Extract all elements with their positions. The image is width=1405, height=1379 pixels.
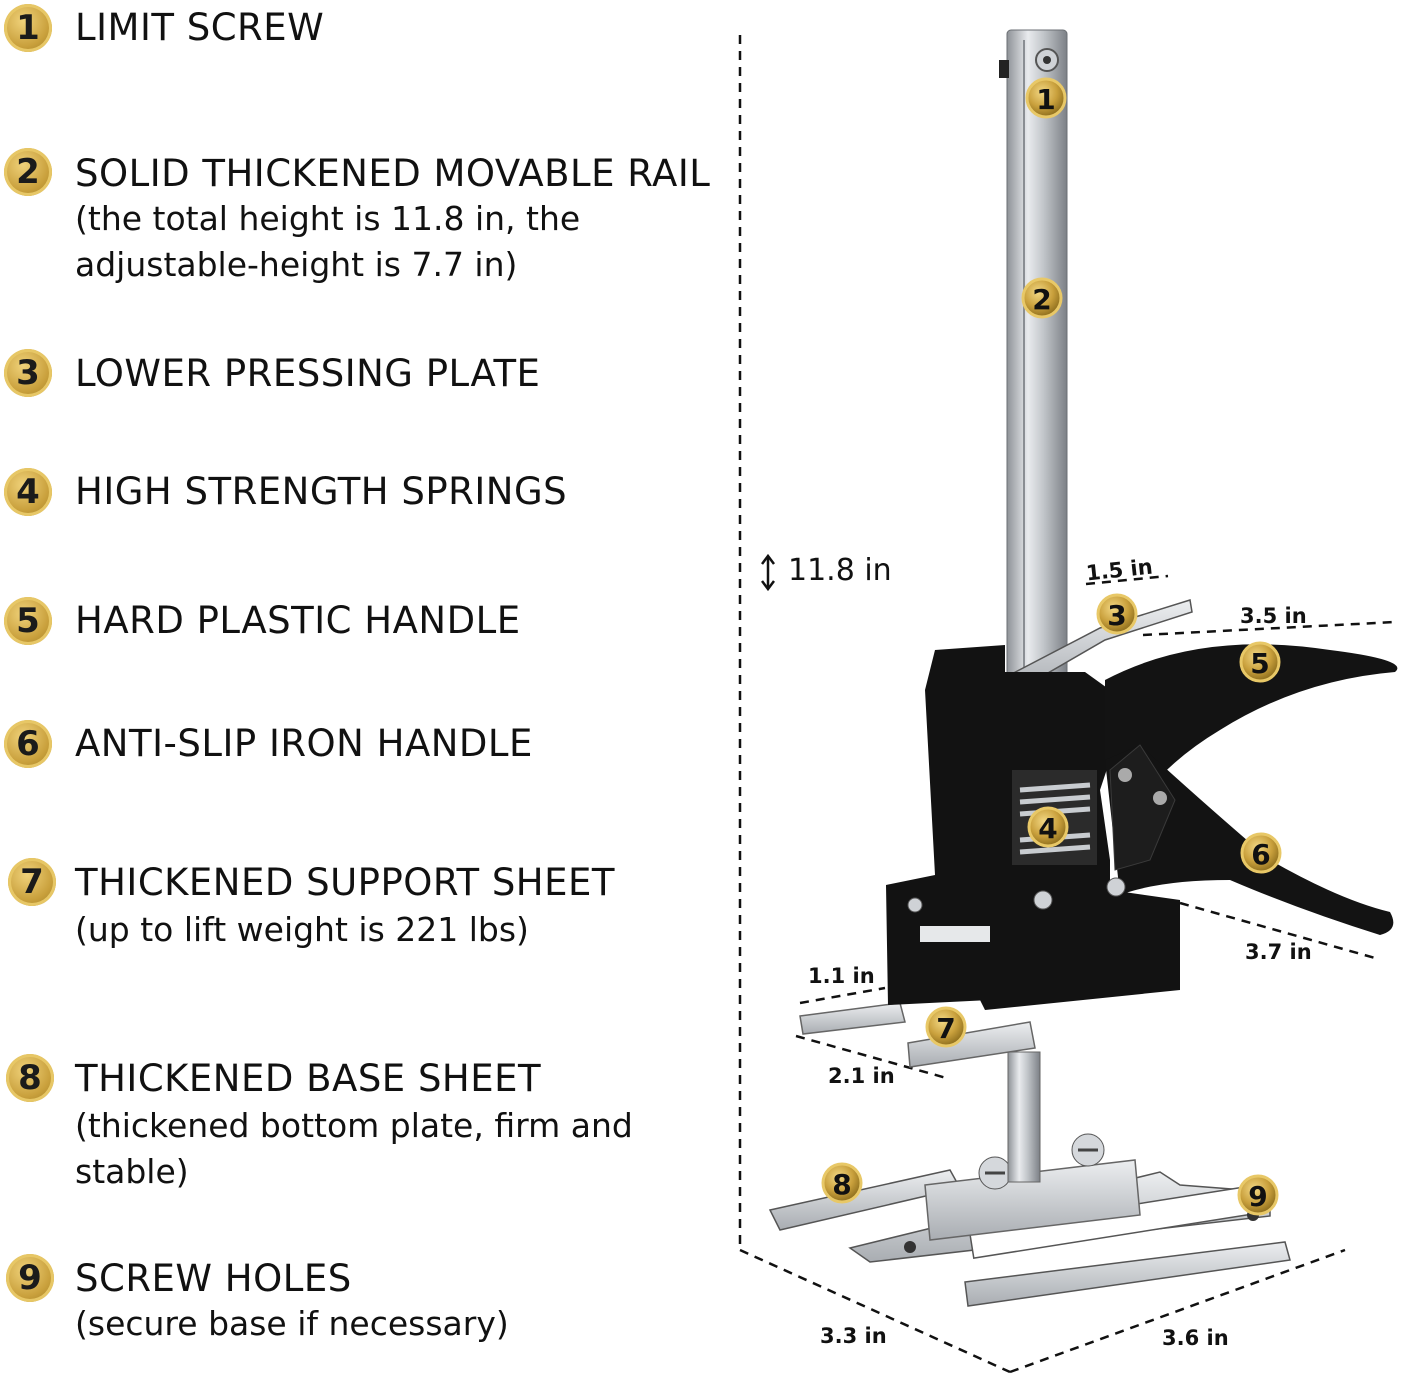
support-sheet xyxy=(799,1002,1036,1068)
number-badge: 2 xyxy=(4,148,52,196)
handle-top-label: 3.5 in xyxy=(1240,604,1307,628)
support-length-label: 2.1 in xyxy=(828,1064,895,1088)
svg-text:2: 2 xyxy=(1032,283,1051,316)
number-badge: 9 xyxy=(6,1254,54,1302)
feature-title: ANTI-SLIP IRON HANDLE xyxy=(75,722,533,765)
feature-subtext: (up to lift weight is 221 lbs) xyxy=(75,910,529,949)
movable-rail xyxy=(1006,29,1068,681)
number-badge: 1 xyxy=(4,4,52,52)
number-badge: 7 xyxy=(8,858,56,906)
height-arrow-icon xyxy=(761,553,775,592)
feature-title: LOWER PRESSING PLATE xyxy=(75,352,541,395)
marker-3: 3 xyxy=(1096,593,1138,635)
number-badge: 4 xyxy=(4,468,52,516)
feature-title: THICKENED BASE SHEET xyxy=(75,1057,542,1100)
height-dimension-label: 11.8 in xyxy=(788,553,892,588)
marker-5: 5 xyxy=(1239,641,1281,683)
number-badge: 3 xyxy=(4,349,52,397)
feature-title: HARD PLASTIC HANDLE xyxy=(75,599,521,642)
feature-subtext: (the total height is 11.8 in, the xyxy=(75,199,581,238)
marker-7: 7 xyxy=(925,1006,967,1048)
base-right-label: 3.6 in xyxy=(1162,1326,1229,1350)
number-badge: 5 xyxy=(4,597,52,645)
feature-subtext: (thickened bottom plate, firm and xyxy=(75,1106,633,1145)
svg-text:8: 8 xyxy=(832,1168,851,1201)
dimension-lines xyxy=(738,35,1396,1374)
number-badge: 8 xyxy=(6,1054,54,1102)
base-sheet xyxy=(768,1133,1291,1307)
feature-title: HIGH STRENGTH SPRINGS xyxy=(75,470,568,513)
support-width-label: 1.1 in xyxy=(808,964,875,988)
base-left-label: 3.3 in xyxy=(820,1324,887,1348)
markers: 1 2 3 4 5 6 7 8 9 xyxy=(821,77,1282,1216)
feature-title: LIMIT SCREW xyxy=(75,6,325,49)
svg-text:4: 4 xyxy=(1038,812,1057,845)
lower-rail xyxy=(1007,1051,1041,1183)
handle-bottom-label: 3.7 in xyxy=(1245,940,1312,964)
feature-title: THICKENED SUPPORT SHEET xyxy=(75,861,615,904)
svg-text:6: 6 xyxy=(1251,838,1270,871)
marker-9: 9 xyxy=(1237,1174,1279,1216)
marker-6: 6 xyxy=(1240,832,1282,874)
feature-subtext: adjustable-height is 7.7 in) xyxy=(75,245,518,284)
handle xyxy=(1105,644,1398,935)
marker-4: 4 xyxy=(1027,806,1069,848)
marker-1: 1 xyxy=(1025,77,1067,119)
svg-text:1: 1 xyxy=(1036,83,1055,116)
feature-subtext: stable) xyxy=(75,1152,189,1191)
svg-text:5: 5 xyxy=(1250,647,1269,680)
svg-text:7: 7 xyxy=(936,1012,955,1045)
feature-subtext: (secure base if necessary) xyxy=(75,1304,509,1343)
feature-title: SCREW HOLES xyxy=(75,1257,352,1300)
feature-title: SOLID THICKENED MOVABLE RAIL xyxy=(75,152,711,195)
svg-text:9: 9 xyxy=(1248,1180,1267,1213)
marker-8: 8 xyxy=(821,1162,863,1204)
marker-2: 2 xyxy=(1021,277,1063,319)
svg-text:3: 3 xyxy=(1107,599,1126,632)
number-badge: 6 xyxy=(4,720,52,768)
